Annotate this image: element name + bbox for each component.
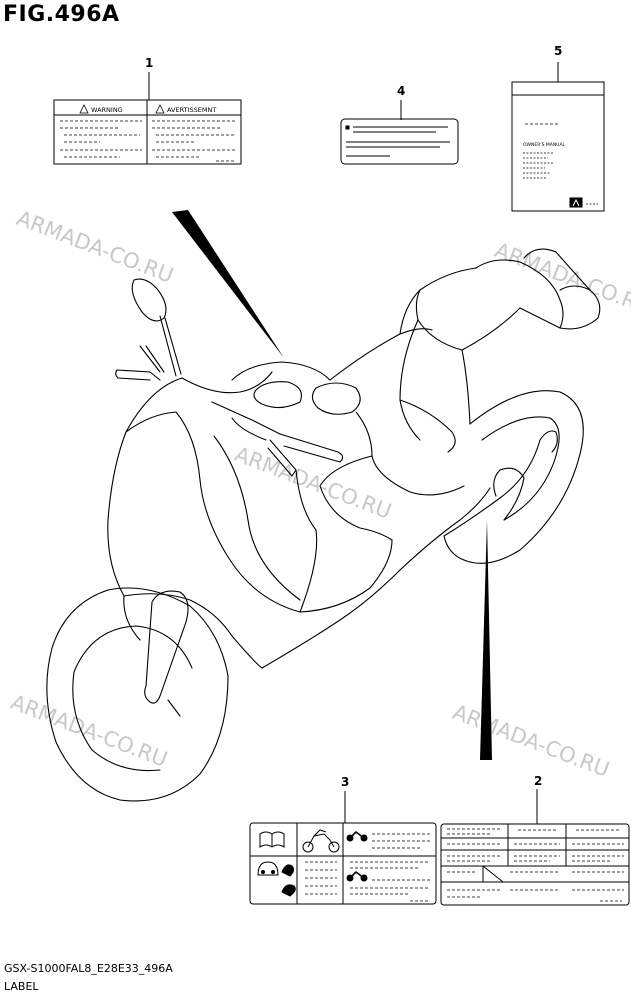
- motorcycle-icon: [302, 829, 340, 853]
- avertissement-heading: AVERTISSEMNT: [167, 106, 216, 114]
- motorcycle-outline: [46, 248, 601, 802]
- pictogram-label[interactable]: [249, 791, 437, 905]
- tire-information-label[interactable]: [440, 789, 630, 906]
- helmet-icon: [257, 861, 279, 876]
- small-motorcycle-icon: [346, 870, 368, 882]
- callout-label-3: 3: [341, 775, 350, 789]
- manual-title: OWNER'S MANUAL: [523, 142, 566, 148]
- figure-code: GSX-S1000FAL8_E28E33_496A: [4, 962, 173, 975]
- information-label[interactable]: [340, 100, 459, 165]
- book-icon: [259, 831, 285, 848]
- callout-label-1: 1: [145, 56, 154, 70]
- rider-icon: [281, 884, 296, 897]
- leader-arrow-label-1: [172, 210, 284, 358]
- callout-label-4: 4: [397, 84, 406, 98]
- warning-label[interactable]: WARNING AVERTISSEMNT: [53, 72, 242, 165]
- rider-icon: [281, 864, 295, 877]
- figure-caption: LABEL: [4, 980, 39, 993]
- small-motorcycle-icon: [346, 830, 368, 842]
- callout-label-2: 2: [534, 774, 543, 788]
- figure-title: FIG.496A: [3, 2, 120, 27]
- callout-label-5: 5: [554, 44, 563, 58]
- leader-arrow-label-2-3: [480, 520, 492, 760]
- warning-heading: WARNING: [91, 106, 123, 114]
- owners-manual[interactable]: OWNER'S MANUAL: [511, 62, 605, 212]
